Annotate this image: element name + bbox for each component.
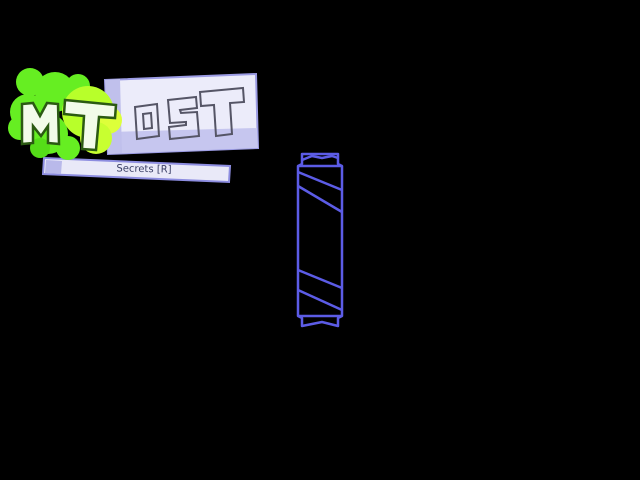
ost-panel (103, 72, 260, 156)
secrets-bar[interactable] (41, 156, 232, 184)
ost-letters (133, 86, 246, 141)
mt-letters (20, 98, 118, 152)
